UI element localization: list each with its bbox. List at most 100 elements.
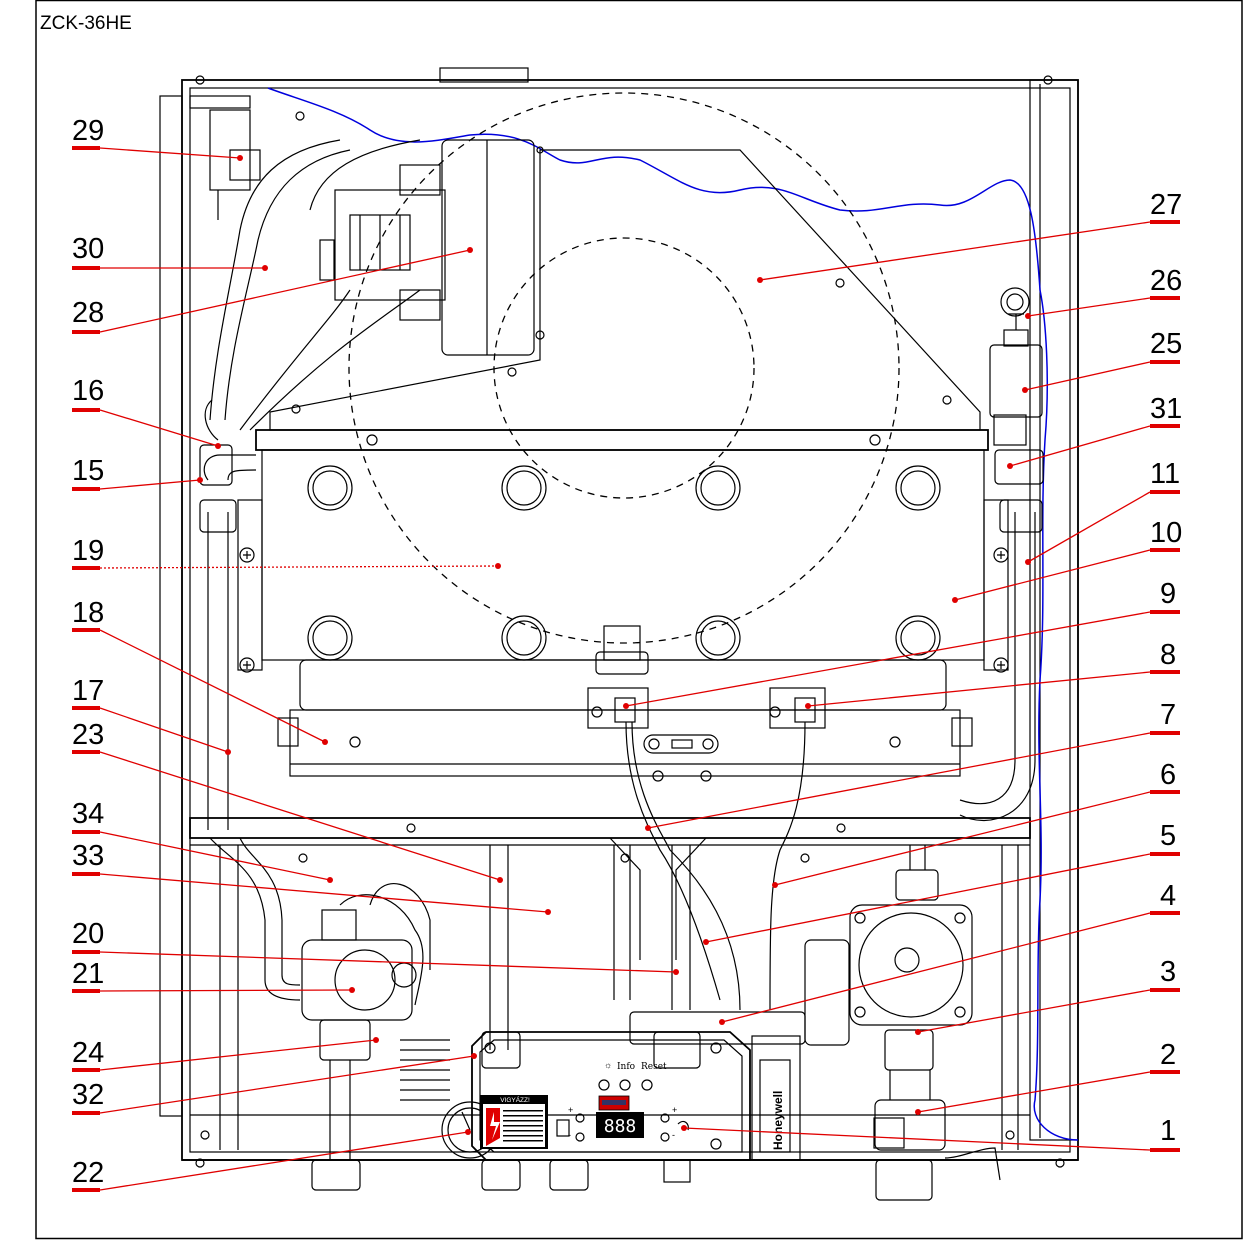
radiator-icon: [556, 1119, 570, 1137]
leader-dot-30: [262, 265, 268, 271]
leader-line-27: [759, 221, 1151, 281]
digital-display: [596, 1112, 644, 1138]
dhw-minus-button[interactable]: [660, 1132, 670, 1142]
callout-20: 20: [72, 918, 104, 950]
callout-5: 5: [1160, 820, 1176, 852]
leader-line-33: [99, 873, 549, 913]
leader-line-4: [721, 912, 1151, 1023]
ch-plus-button[interactable]: [575, 1113, 585, 1123]
right-pipes: [959, 287, 1044, 822]
leader-dot-18: [322, 739, 328, 745]
callout-4: 4: [1160, 880, 1176, 912]
callout-33: 33: [72, 840, 104, 872]
leader-dot-29: [237, 155, 243, 161]
reset-button[interactable]: [641, 1079, 653, 1091]
lower-hydraulics: [301, 845, 1001, 1201]
leader-line-32: [99, 1055, 475, 1114]
reset-label: Reset: [641, 1062, 667, 1072]
leader-line-22: [99, 1131, 469, 1191]
leader-line-7: [647, 732, 1151, 829]
leader-dot-7: [645, 825, 651, 831]
leader-dot-17: [225, 749, 231, 755]
callout-30: 30: [72, 233, 104, 265]
leader-dot-10: [952, 597, 958, 603]
leader-line-25: [1024, 361, 1151, 391]
callout-7: 7: [1160, 699, 1176, 731]
leader-line-21: [99, 989, 353, 992]
cutaway-edge: [267, 87, 1079, 1141]
callout-10: 10: [1150, 517, 1182, 549]
callout-9: 9: [1160, 578, 1176, 610]
callout-25: 25: [1150, 328, 1182, 360]
callout-26: 26: [1150, 265, 1182, 297]
cabinet: [159, 67, 1079, 1168]
drawing-frame: [35, 0, 1243, 1240]
leader-line-34: [99, 831, 331, 881]
callout-11: 11: [1150, 458, 1180, 490]
leader-dot-8: [805, 703, 811, 709]
leader-dot-15: [197, 477, 203, 483]
leader-dot-22: [465, 1129, 471, 1135]
leader-dot-23: [497, 877, 503, 883]
leader-dot-25: [1022, 387, 1028, 393]
callout-28: 28: [72, 297, 104, 329]
dhw-minus-label: -: [672, 1130, 675, 1140]
sun-icon: ☼: [604, 1060, 612, 1070]
ch-minus-button[interactable]: [575, 1132, 585, 1142]
callout-34: 34: [72, 798, 104, 830]
callout-15: 15: [72, 455, 104, 487]
leader-line-5: [705, 853, 1151, 943]
callout-18: 18: [72, 597, 104, 629]
display-value: 888: [604, 1116, 637, 1137]
leader-line-6: [774, 791, 1151, 886]
leader-dot-2: [915, 1109, 921, 1115]
ch-plus-label: +: [568, 1105, 573, 1115]
leader-line-28: [99, 249, 471, 333]
callout-6: 6: [1160, 759, 1176, 791]
callout-1: 1: [1160, 1115, 1176, 1147]
leader-line-15: [99, 479, 201, 490]
callout-16: 16: [72, 375, 104, 407]
leader-dot-27: [757, 277, 763, 283]
leader-line-11: [1027, 491, 1151, 563]
leader-line-10: [954, 549, 1151, 601]
callout-27: 27: [1150, 189, 1182, 221]
leader-line-1: [683, 1127, 1151, 1151]
leader-dot-28: [467, 247, 473, 253]
leader-line-3: [917, 989, 1151, 1033]
diamond-left-button[interactable]: [598, 1079, 610, 1091]
leader-dot-32: [471, 1053, 477, 1059]
callout-19: 19: [72, 535, 104, 567]
dhw-plus-button[interactable]: [660, 1113, 670, 1123]
leader-dot-31: [1007, 463, 1013, 469]
leader-line-16: [99, 409, 219, 447]
info-button[interactable]: [619, 1079, 631, 1091]
callout-layer: 29 30 28 16 15 19 18 17 23 34 33 20 21 2…: [72, 115, 1182, 1189]
callout-2: 2: [1160, 1039, 1176, 1071]
burner-box: [277, 625, 973, 1011]
leader-line-29: [99, 147, 241, 159]
info-label: Info: [617, 1062, 635, 1072]
pressure-switch: [189, 95, 305, 220]
warning-title: VIGYÁZZ!: [500, 1095, 530, 1104]
callout-24: 24: [72, 1037, 104, 1069]
callout-8: 8: [1160, 639, 1176, 671]
leader-dot-26: [1025, 313, 1031, 319]
leader-dot-1: [681, 1125, 687, 1131]
fan-housing: [348, 92, 900, 644]
callout-17: 17: [72, 675, 104, 707]
leader-dot-19: [495, 563, 501, 569]
leader-dot-3: [915, 1029, 921, 1035]
leader-dot-24: [373, 1037, 379, 1043]
leader-dot-21: [349, 987, 355, 993]
leader-line-31: [1009, 425, 1151, 467]
callout-3: 3: [1160, 956, 1176, 988]
leader-dot-33: [545, 909, 551, 915]
leader-dot-34: [327, 877, 333, 883]
leader-line-18: [99, 629, 326, 743]
callout-31: 31: [1150, 393, 1182, 425]
combustion-hood: [209, 139, 981, 431]
leader-line-17: [99, 707, 229, 753]
